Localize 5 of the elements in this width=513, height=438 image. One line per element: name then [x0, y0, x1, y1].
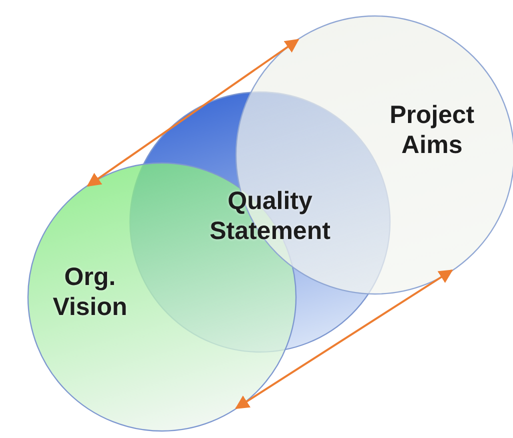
circle-label: Quality Statement — [208, 186, 332, 246]
circle-label: Org. Vision — [52, 262, 128, 322]
circle-label: Project Aims — [388, 100, 476, 160]
double-arrow — [234, 269, 454, 410]
double-arrow — [86, 38, 300, 187]
